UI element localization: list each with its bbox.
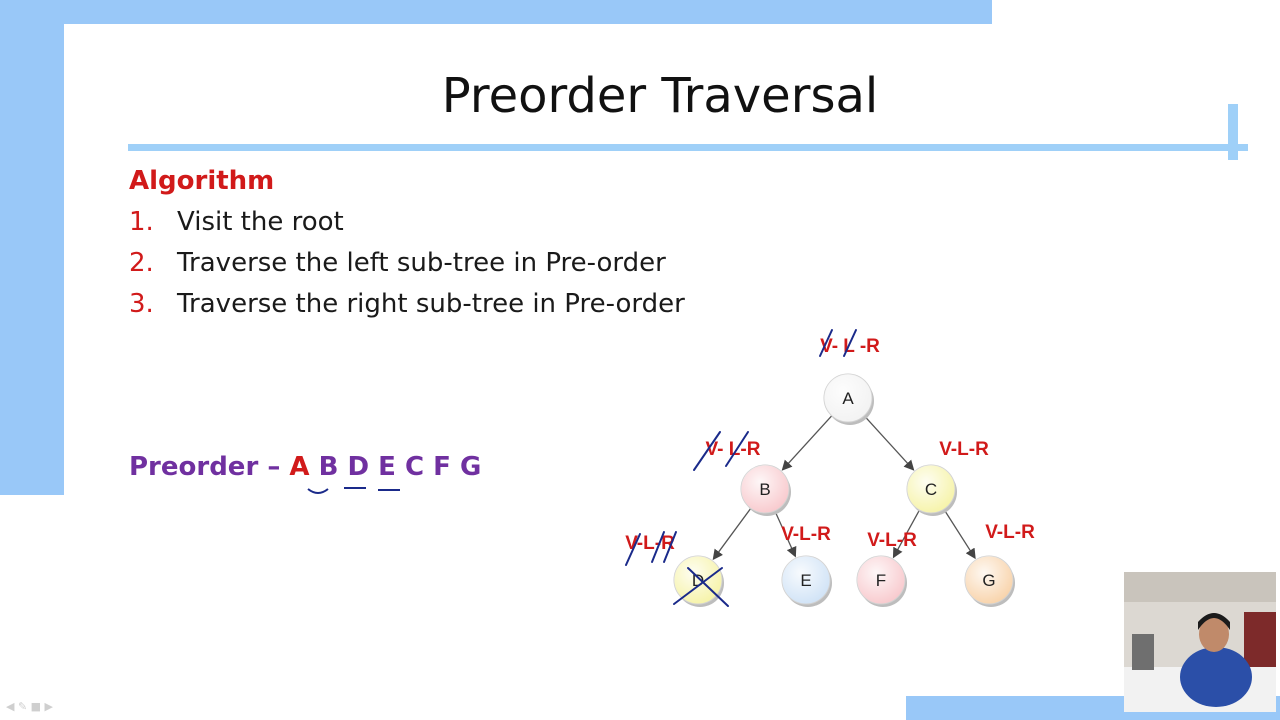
algorithm-step: 1. Visit the root [129,207,344,237]
algorithm-heading: Algorithm [129,166,275,196]
frame-top-bar [0,0,992,24]
preorder-node: A [289,452,310,482]
ink-check-mark [725,431,749,467]
ink-check-mark [687,567,729,607]
preorder-node: D [347,452,370,482]
tree-node-label: A [842,389,854,408]
ink-check-mark [663,531,677,563]
vlr-annotation-c: V-L-R [939,439,989,460]
tree-edge-a-c [863,415,915,471]
presenter-image [1124,572,1276,712]
tree-edge-c-f [892,509,921,559]
presenter-webcam [1124,572,1276,712]
frame-left-bar [0,0,64,495]
tree-node-a: A [823,373,874,425]
vlr-annotation-e: V-L-R [781,524,831,545]
vlr-annotation-f: V-L-R [867,530,917,551]
preorder-node: G [459,452,482,482]
step-text: Traverse the right sub-tree in Pre-order [177,289,685,319]
tree-node-label: G [982,571,995,590]
preorder-node: C [404,452,425,482]
tree-edge-c-g [943,508,976,560]
ink-check-mark [819,329,833,357]
ink-check-mark [693,431,721,471]
ink-check-mark [651,531,665,563]
tree-edge-a-b [781,415,833,471]
vlr-annotation-b: V- L-R [706,439,761,460]
vlr-annotation-a: V- L -R [820,336,880,357]
preorder-node: E [378,452,396,482]
underline-mark [307,488,329,494]
slideshow-toolbar[interactable]: ◀ ✎ ■ ▶ [6,700,54,713]
title-rule-tick [1228,104,1238,160]
tree-node-label: F [876,571,886,590]
preorder-result: Preorder – A B D E C F G [129,452,481,482]
preorder-node: F [433,452,451,482]
step-number: 3. [129,289,154,319]
title-underline [128,144,1248,151]
ink-check-mark [843,329,857,357]
algorithm-step: 3. Traverse the right sub-tree in Pre-ord… [129,289,685,319]
preorder-node: B [318,452,339,482]
tree-node-label: C [925,480,937,499]
tree-node-e: E [781,555,832,607]
vlr-annotation-g: V-L-R [985,522,1035,543]
tree-edge-b-e [774,510,797,558]
algorithm-step: 2. Traverse the left sub-tree in Pre-orde… [129,248,666,278]
ink-check-mark [625,533,641,566]
tree-node-b: B [740,464,791,516]
tree-node-label: E [800,571,811,590]
slide-title: Preorder Traversal [441,68,879,124]
ink-check-mark [673,567,723,605]
step-text: Traverse the left sub-tree in Pre-order [177,248,666,278]
tree-node-c: C [906,464,957,516]
tree-node-label: B [759,480,770,499]
step-number: 1. [129,207,154,237]
tree-node-g: G [964,555,1015,607]
step-number: 2. [129,248,154,278]
tree-node-f: F [856,555,907,607]
preorder-label: Preorder – [129,452,281,482]
tree-node-d: D [673,555,724,607]
step-text: Visit the root [177,207,344,237]
tree-edge-b-d [712,507,752,561]
